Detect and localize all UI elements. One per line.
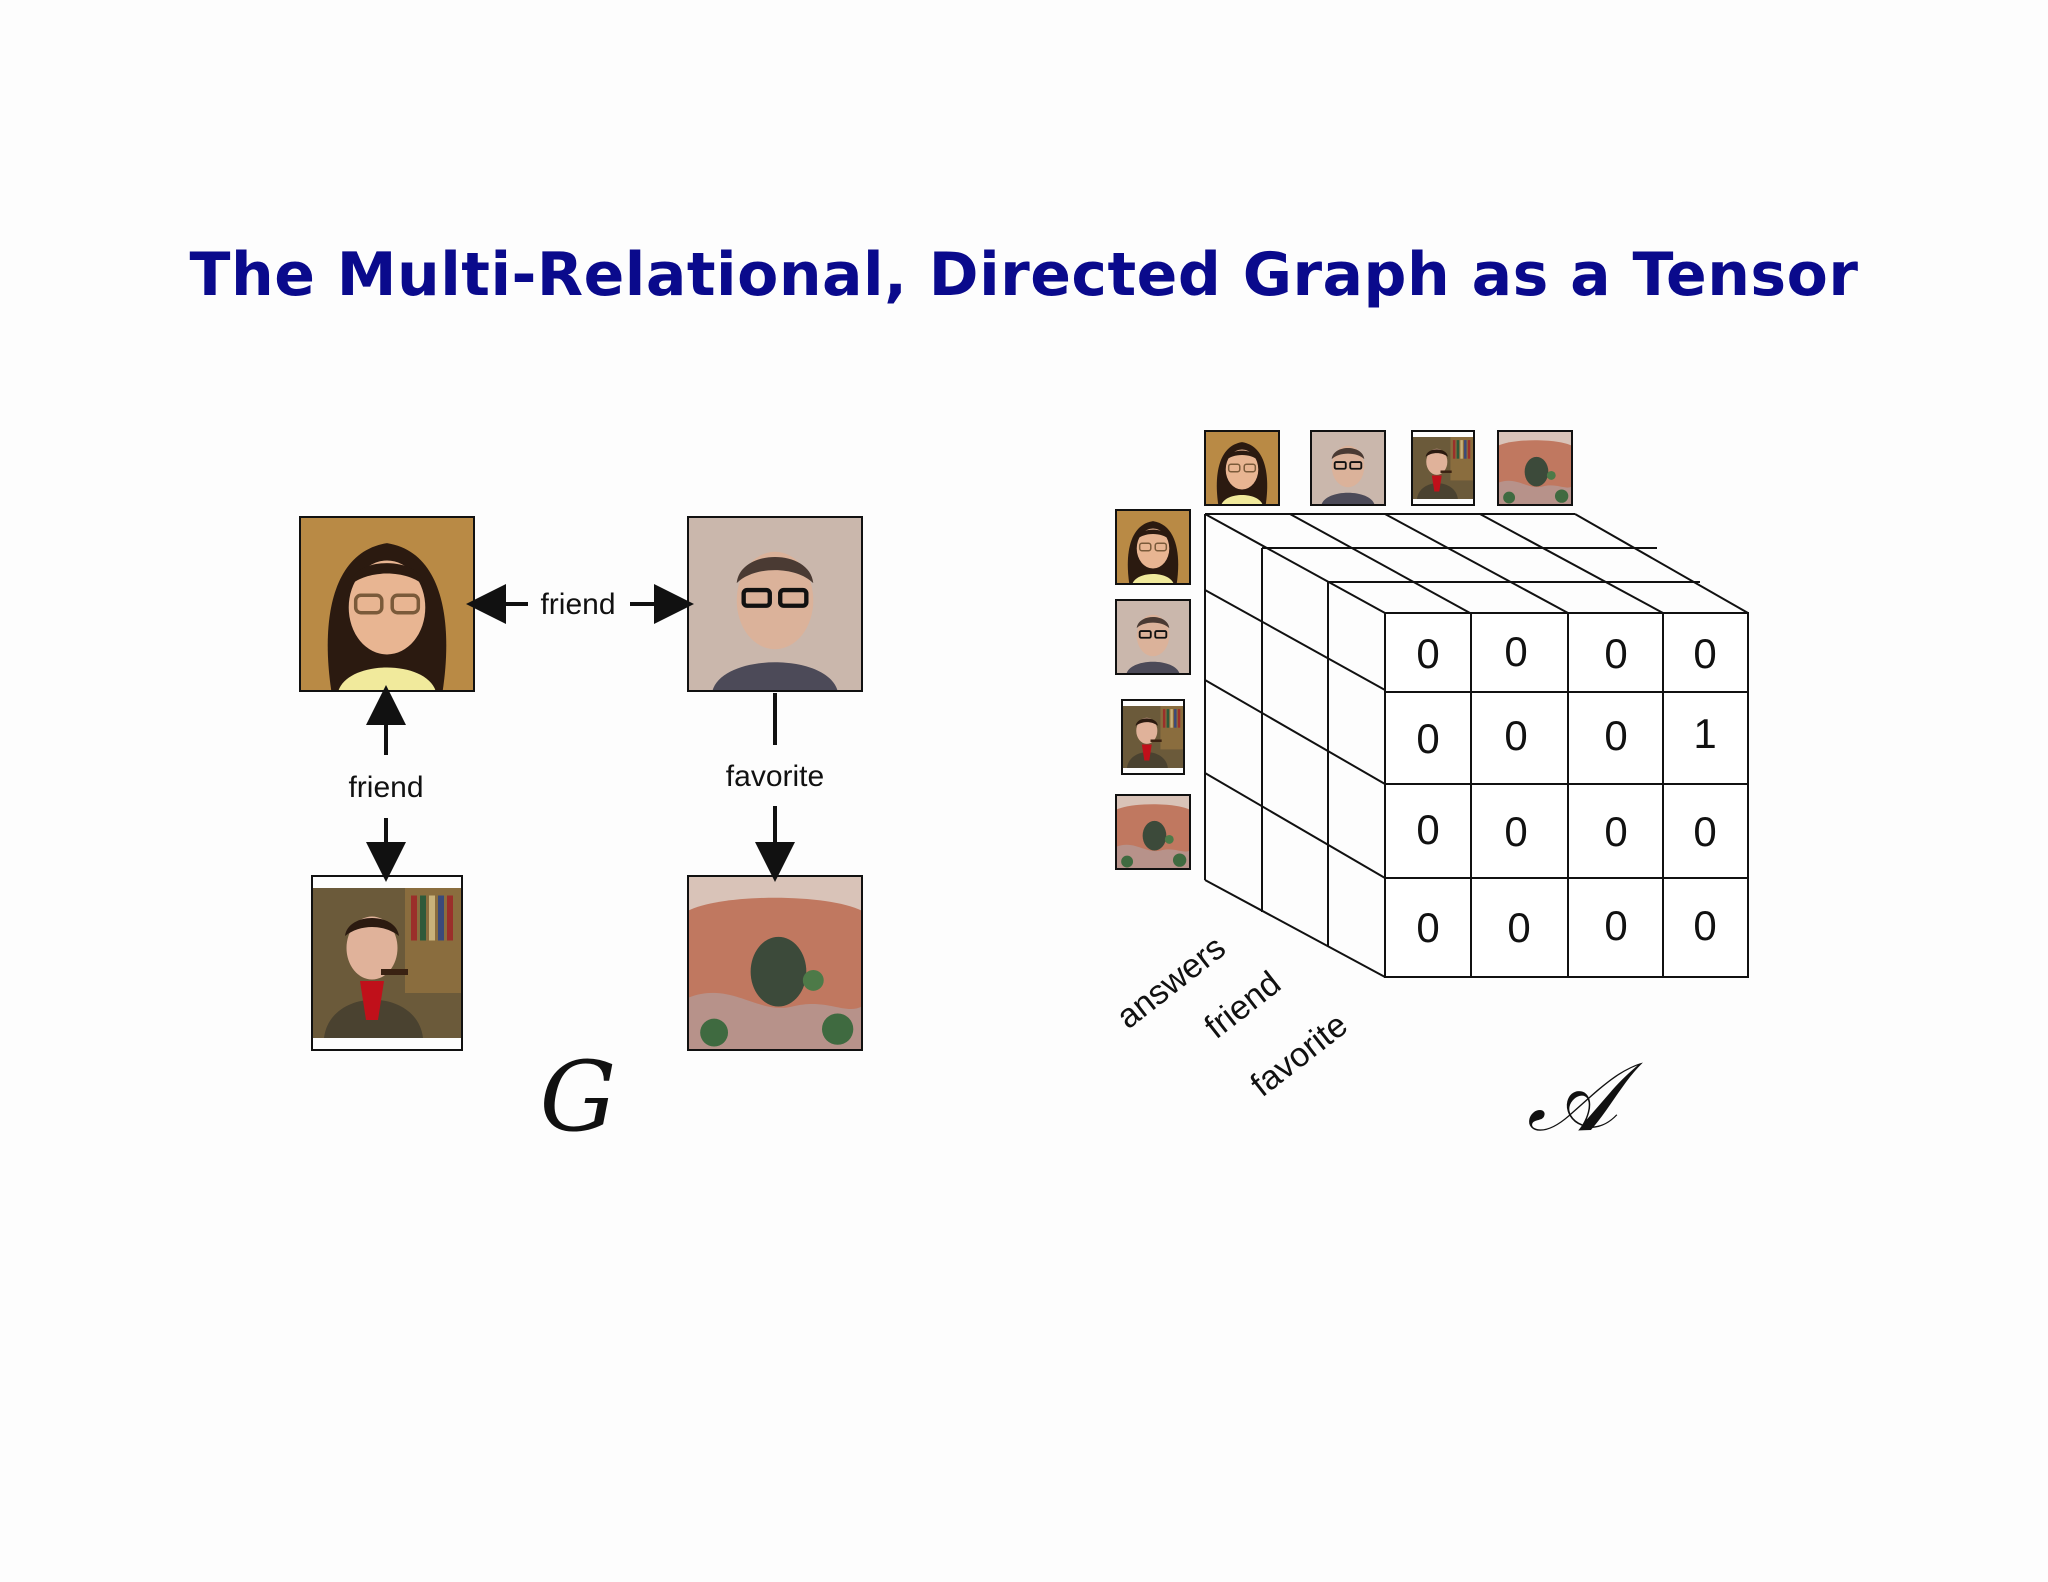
edge-friend-horizontal: friend — [466, 584, 694, 624]
tensor-cell: 0 — [1416, 630, 1439, 677]
person-mullet-photo-icon — [1116, 510, 1190, 584]
rock-arch-photo-icon — [1498, 431, 1572, 505]
relation-label-favorite: favorite — [1244, 1006, 1355, 1105]
tensor-cell: 0 — [1507, 904, 1530, 951]
tensor-cell: 0 — [1693, 808, 1716, 855]
tensor-front-slice — [1384, 612, 1749, 978]
tensor-cell: 0 — [1504, 628, 1527, 675]
edge-label-friend: friend — [540, 588, 615, 621]
tensor-cell: 0 — [1416, 806, 1439, 853]
person-glasses-photo-icon — [1311, 431, 1385, 505]
tensor-cell: 0 — [1504, 808, 1527, 855]
rock-arch-photo-icon — [1116, 795, 1190, 869]
graph-g: friend friend favorite G — [299, 516, 863, 1153]
node-glasses — [687, 516, 863, 692]
relation-label-friend: friend — [1198, 964, 1288, 1046]
tensor-cell: 0 — [1604, 630, 1627, 677]
tensor-cell: 0 — [1504, 712, 1527, 759]
tensor-back-slices — [1204, 513, 1749, 978]
person-pipe-photo-icon — [312, 888, 462, 1038]
person-mullet-photo-icon — [1205, 431, 1279, 505]
person-glasses-photo-icon — [688, 517, 862, 691]
tensor-row-headers — [1115, 509, 1191, 870]
tensor-cell: 0 — [1693, 630, 1716, 677]
person-glasses-photo-icon — [1116, 600, 1190, 674]
slide-title: The Multi-Relational, Directed Graph as … — [189, 240, 1859, 310]
tensor-cell: 0 — [1693, 902, 1716, 949]
node-arch — [687, 875, 863, 1051]
tensor-a: 0 0 0 0 0 0 0 1 0 0 0 0 0 0 0 0 answers … — [1110, 430, 1749, 1153]
edge-friend-vertical: friend — [348, 685, 424, 882]
person-mullet-photo-icon — [300, 517, 474, 691]
tensor-cell: 0 — [1416, 715, 1439, 762]
edge-favorite: favorite — [726, 693, 824, 882]
tensor-relation-labels: answers friend favorite — [1110, 928, 1355, 1104]
tensor-cell: 1 — [1693, 710, 1716, 757]
rock-arch-photo-icon — [688, 876, 862, 1050]
tensor-cell: 0 — [1604, 712, 1627, 759]
tensor-symbol: 𝒜 — [1527, 1041, 1644, 1153]
tensor-cell-values: 0 0 0 0 0 0 0 1 0 0 0 0 0 0 0 0 — [1416, 628, 1716, 951]
graph-symbol: G — [540, 1041, 617, 1153]
tensor-cell: 0 — [1604, 808, 1627, 855]
tensor-column-headers — [1204, 430, 1573, 506]
person-pipe-photo-icon — [1412, 437, 1474, 499]
edge-label-friend: friend — [348, 771, 423, 804]
tensor-cell: 0 — [1604, 902, 1627, 949]
node-pipe — [311, 875, 463, 1051]
node-mullet — [299, 516, 475, 692]
tensor-cell: 0 — [1416, 904, 1439, 951]
person-pipe-photo-icon — [1122, 706, 1184, 768]
edge-label-favorite: favorite — [726, 760, 824, 793]
